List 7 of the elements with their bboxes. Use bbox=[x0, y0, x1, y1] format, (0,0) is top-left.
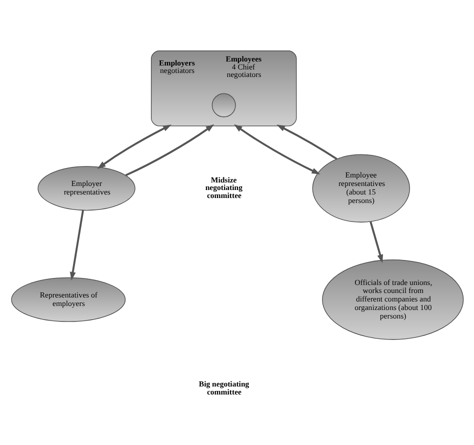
node-circle bbox=[211, 92, 236, 117]
arrow bbox=[96, 124, 172, 168]
arrow bbox=[276, 124, 337, 160]
arrow bbox=[369, 220, 382, 263]
arrow bbox=[124, 124, 214, 176]
arrow bbox=[69, 210, 84, 280]
arrow bbox=[233, 124, 320, 174]
